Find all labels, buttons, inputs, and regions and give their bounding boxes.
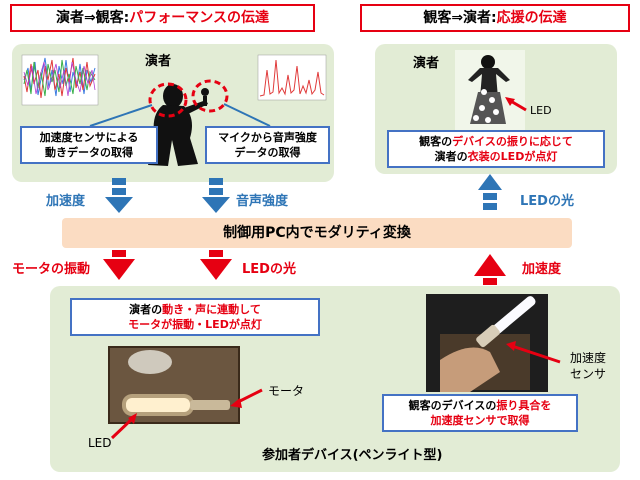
device-reaction-caption: 演者の動き・声に連動して モータが振動・LEDが点灯 — [70, 298, 320, 336]
swing-caption-line2: 加速度センサで取得 — [431, 413, 530, 428]
led-costume-performer — [455, 50, 525, 130]
accel-right-flow-label: 加速度 — [522, 262, 562, 277]
reaction-red-part: 動き・声に連動して — [162, 303, 261, 316]
caption-line1-black: 観客の — [419, 135, 453, 148]
accel-sensor-pointer-line — [511, 344, 561, 364]
accel-data-caption: 加速度センサによる 動きデータの取得 — [20, 126, 158, 164]
reaction-red-line: モータが振動・LEDが点灯 — [128, 318, 262, 331]
participant-device-label: 参加者デバイス(ペンライト型) — [262, 448, 443, 463]
left-title-prefix: 演者⇒観客: — [55, 10, 130, 26]
led-bottom-pointer-line — [110, 416, 135, 440]
microphone-figure — [201, 88, 209, 106]
accel-up-arrow — [474, 254, 506, 285]
mic-data-caption: マイクから音声強度 データの取得 — [205, 126, 330, 164]
mic-callout-line — [223, 103, 271, 127]
accel-sensor-label: 加速度 センサ — [570, 351, 607, 381]
right-title-highlight: 応援の伝達 — [496, 10, 567, 26]
device-reaction-line2: モータが振動・LEDが点灯 — [128, 317, 262, 332]
left-title-highlight: パフォーマンスの伝達 — [129, 10, 270, 26]
led-light-flow-label: LEDの光 — [520, 194, 574, 209]
audience-caption-line1: 観客のデバイスの振りに応じて — [419, 134, 573, 149]
swing-caption-line1: 観客のデバイスの振り具合を — [409, 398, 552, 413]
right-title: 観客⇒演者:応援の伝達 — [360, 4, 630, 32]
accel-sensor-highlight-circle — [148, 82, 188, 118]
caption-line2-black: 演者の — [434, 150, 468, 163]
accel-callout-line — [89, 104, 153, 127]
hand-penlight-photo — [426, 294, 548, 392]
reaction-black-part: 演者の — [129, 303, 163, 316]
band-label: 制御用PC内でモダリティ変換 — [223, 225, 411, 241]
accel-down-arrow — [105, 178, 133, 213]
motor-label: モータ — [268, 384, 305, 398]
top-right-performer-label: 演者 — [413, 56, 440, 71]
accel-data-caption-text: 加速度センサによる 動きデータの取得 — [39, 131, 139, 159]
caption-line1-red: デバイスの振りに応じて — [452, 135, 573, 148]
led-bottom-label: LED — [88, 436, 112, 450]
led-light-down-arrow — [200, 250, 232, 280]
sound-intensity-image — [257, 54, 327, 101]
audience-caption-line2: 演者の衣装のLEDが点灯 — [435, 149, 558, 164]
led-light-up-arrow — [478, 174, 502, 210]
motor-vibration-flow-label: モータの振動 — [12, 262, 91, 277]
caption-line2-red: 衣装のLEDが点灯 — [467, 150, 558, 163]
sound-down-arrow — [202, 178, 230, 213]
top-performer-label: 演者 — [145, 54, 172, 69]
mic-data-caption-text: マイクから音声強度 データの取得 — [218, 131, 317, 159]
swing-red-part: 振り具合を — [496, 399, 552, 412]
sound-flow-label: 音声強度 — [236, 194, 289, 209]
accel-flow-label: 加速度 — [46, 194, 86, 209]
swing-red-line: 加速度センサで取得 — [430, 414, 530, 427]
mic-highlight-circle — [191, 79, 229, 113]
motor-vibration-down-arrow — [103, 250, 135, 280]
swing-detection-caption: 観客のデバイスの振り具合を 加速度センサで取得 — [382, 394, 578, 432]
swing-black-part: 観客のデバイスの — [408, 399, 497, 412]
motion-waveform-image — [21, 54, 99, 106]
modality-conversion-band: 制御用PC内でモダリティ変換 — [62, 218, 572, 248]
audience-device-caption: 観客のデバイスの振りに応じて 演者の衣装のLEDが点灯 — [387, 130, 605, 168]
device-reaction-line1: 演者の動き・声に連動して — [129, 302, 261, 317]
left-title: 演者⇒観客:パフォーマンスの伝達 — [10, 4, 315, 32]
penlight-device-photo — [108, 346, 240, 424]
right-title-prefix: 観客⇒演者: — [423, 10, 497, 26]
led-light-down-flow-label: LEDの光 — [242, 262, 296, 277]
top-right-led-label: LED — [530, 104, 552, 117]
